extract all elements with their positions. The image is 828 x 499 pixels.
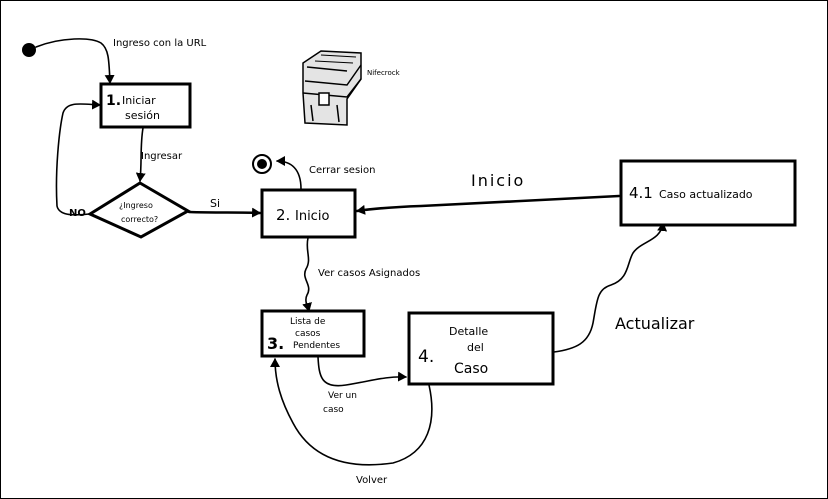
logo-label: Nifecrock bbox=[367, 69, 401, 77]
node-login-number: 1. bbox=[106, 93, 121, 109]
edge-label-logout: Cerrar sesion bbox=[309, 165, 375, 176]
node-detail-line1: Detalle bbox=[449, 325, 488, 338]
edge-detail-back-to-list[interactable] bbox=[270, 358, 433, 466]
node-detail-line3: Caso bbox=[454, 361, 488, 377]
edge-login-to-decision bbox=[135, 127, 146, 182]
node-detail[interactable] bbox=[407, 311, 555, 386]
node-home-label: Inicio bbox=[295, 209, 329, 224]
node-list-line1: Lista de bbox=[290, 317, 326, 327]
edge-home-to-list[interactable] bbox=[302, 237, 312, 312]
node-list-line2: casos bbox=[295, 329, 321, 339]
node-list-line3: Pendentes bbox=[293, 341, 340, 351]
node-decision-line2: correcto? bbox=[121, 215, 158, 224]
edge-label-home-to-list: Ver casos Asignados bbox=[318, 268, 420, 279]
node-updated-label: Caso actualizado bbox=[659, 188, 753, 201]
node-login-line1: Iniciar bbox=[122, 94, 156, 107]
edge-label-yes: Si bbox=[210, 197, 220, 210]
chest-logo-icon bbox=[302, 50, 362, 126]
edge-home-to-logout bbox=[276, 156, 302, 190]
edge-detail-to-updated[interactable] bbox=[553, 222, 668, 353]
edge-decision-no bbox=[55, 99, 101, 216]
edge-updated-to-home[interactable] bbox=[355, 194, 621, 215]
node-decision-line1: ¿Ingreso bbox=[119, 201, 153, 210]
edge-label-no: NO bbox=[69, 208, 86, 219]
edge-label-login-to-decision: Ingresar bbox=[141, 151, 183, 162]
node-detail-line2: del bbox=[467, 341, 484, 354]
node-decision[interactable] bbox=[86, 181, 192, 239]
edge-label-update: Actualizar bbox=[615, 314, 695, 333]
edge-list-to-detail[interactable] bbox=[317, 356, 407, 387]
edge-label-back: Volver bbox=[356, 475, 388, 486]
node-login[interactable] bbox=[99, 82, 192, 129]
edge-start-to-login bbox=[35, 38, 115, 84]
start-node bbox=[22, 43, 36, 57]
edge-label-list-to-detail-1: Ver un bbox=[328, 391, 357, 401]
end-node-inner bbox=[257, 159, 267, 169]
node-login-line2: sesión bbox=[125, 109, 160, 122]
edge-label-start: Ingreso con la URL bbox=[113, 38, 207, 49]
edge-decision-yes[interactable] bbox=[187, 207, 262, 218]
edge-label-updated-to-home: Inicio bbox=[471, 171, 525, 190]
edge-label-list-to-detail-2: caso bbox=[323, 405, 344, 415]
node-detail-number: 4. bbox=[418, 347, 434, 367]
node-home-number: 2. bbox=[276, 206, 290, 224]
node-updated-number: 4.1 bbox=[629, 184, 653, 202]
node-list-number: 3. bbox=[267, 334, 284, 353]
node-list[interactable] bbox=[260, 309, 366, 358]
node-home[interactable] bbox=[260, 188, 357, 239]
node-updated[interactable] bbox=[619, 159, 797, 227]
